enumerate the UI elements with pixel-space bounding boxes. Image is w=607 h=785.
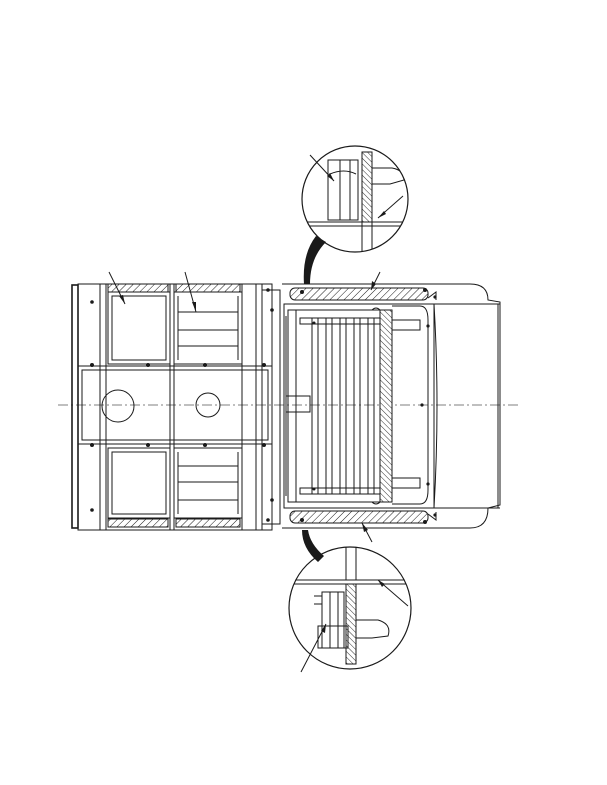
plate-hole-right: [195, 392, 221, 418]
detail-top-nut: [327, 159, 359, 221]
plate-hole-left: [101, 389, 135, 423]
hatched-wall: [379, 309, 393, 503]
hatched-bar-bottom-left: [107, 518, 169, 528]
leader-lines-main: [108, 271, 381, 543]
detail-bottom-connector: [302, 530, 324, 562]
hatched-rail-bottom: [289, 510, 429, 524]
detail-top-hatched: [361, 151, 373, 223]
detail-bottom-hatched: [345, 583, 357, 665]
detail-top-connector: [303, 236, 326, 284]
hatched-bar-top-mid: [175, 283, 241, 293]
hatched-bar-bottom-mid: [175, 518, 241, 528]
detail-top: [301, 145, 409, 284]
carriage-shell: [282, 283, 501, 529]
center-tab: [285, 395, 311, 413]
left-end-rail: [71, 284, 79, 529]
compartment-upper-mid: [173, 291, 243, 365]
slat-frame: [287, 309, 389, 503]
compartment-lower-left: [107, 447, 171, 519]
detail-bottom: [288, 530, 412, 673]
bolts-carriage: [300, 288, 437, 524]
hatched-rail-top: [289, 287, 429, 301]
base-frame: [77, 283, 273, 531]
bolts-base: [90, 288, 274, 522]
compartment-lower-mid: [173, 447, 243, 519]
main-plan-view: [71, 283, 501, 531]
compartment-upper-left: [107, 291, 171, 365]
end-block: [392, 305, 429, 505]
slats: [311, 317, 375, 495]
center-plate: [77, 365, 273, 445]
